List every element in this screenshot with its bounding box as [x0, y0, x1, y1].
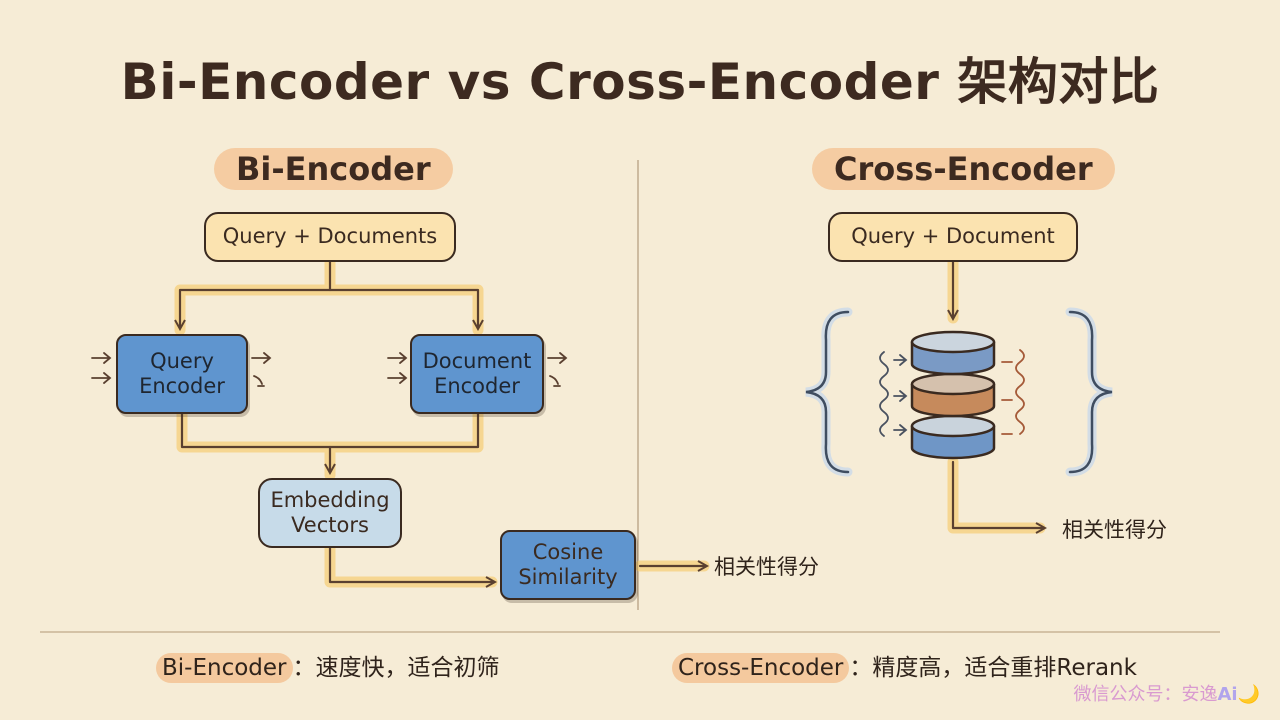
cross-encoder-flow — [805, 256, 1113, 528]
cosine-similarity-label-line2: Similarity — [518, 565, 618, 589]
watermark: 微信公众号：安逸Ai🌙 — [1073, 680, 1260, 706]
query-encoder-label-line1: Query — [150, 348, 214, 373]
page-title: Bi-Encoder vs Cross-Encoder 架构对比 — [120, 53, 1160, 111]
bi-encoder-summary: Bi-Encoder：速度快，适合初筛 — [156, 648, 500, 683]
bi-encoder-summary-name: Bi-Encoder — [156, 653, 293, 683]
query-encoder-box: Query Encoder — [116, 334, 248, 414]
document-encoder-label-line1: Document — [422, 348, 532, 373]
bi-encoder-score-label: 相关性得分 — [714, 555, 819, 579]
watermark-prefix: 微信公众号：安逸 — [1073, 684, 1218, 705]
watermark-ai: Ai — [1217, 684, 1238, 705]
embedding-vectors-label-line1: Embedding — [270, 487, 390, 512]
document-encoder-box: Document Encoder — [410, 334, 544, 414]
cross-encoder-input-label: Query + Document — [851, 224, 1055, 249]
bi-encoder-summary-desc: ：速度快，适合初筛 — [292, 655, 500, 681]
cross-encoder-score-label: 相关性得分 — [1062, 518, 1167, 542]
cross-encoder-input-box: Query + Document — [828, 212, 1078, 262]
transformer-layer-stack — [910, 330, 996, 460]
cosine-similarity-label-line1: Cosine — [532, 539, 604, 564]
cosine-similarity-box: Cosine Similarity — [500, 530, 636, 600]
cross-encoder-section-label: Cross-Encoder — [812, 148, 1115, 190]
embedding-vectors-label-line2: Vectors — [291, 513, 369, 537]
cross-encoder-summary-desc: ：精度高，适合重排Rerank — [849, 655, 1137, 681]
query-encoder-label-line2: Encoder — [139, 374, 225, 398]
bi-encoder-input-label: Query + Documents — [222, 224, 438, 249]
bi-encoder-section-label: Bi-Encoder — [214, 148, 453, 190]
bi-encoder-input-box: Query + Documents — [204, 212, 456, 262]
cross-encoder-summary-name: Cross-Encoder — [672, 653, 850, 683]
cross-encoder-summary: Cross-Encoder：精度高，适合重排Rerank — [672, 648, 1137, 683]
document-encoder-label-line2: Encoder — [434, 374, 520, 398]
moon-icon: 🌙 — [1237, 684, 1260, 705]
bi-encoder-flow — [91, 256, 710, 582]
embedding-vectors-box: Embedding Vectors — [258, 478, 402, 548]
